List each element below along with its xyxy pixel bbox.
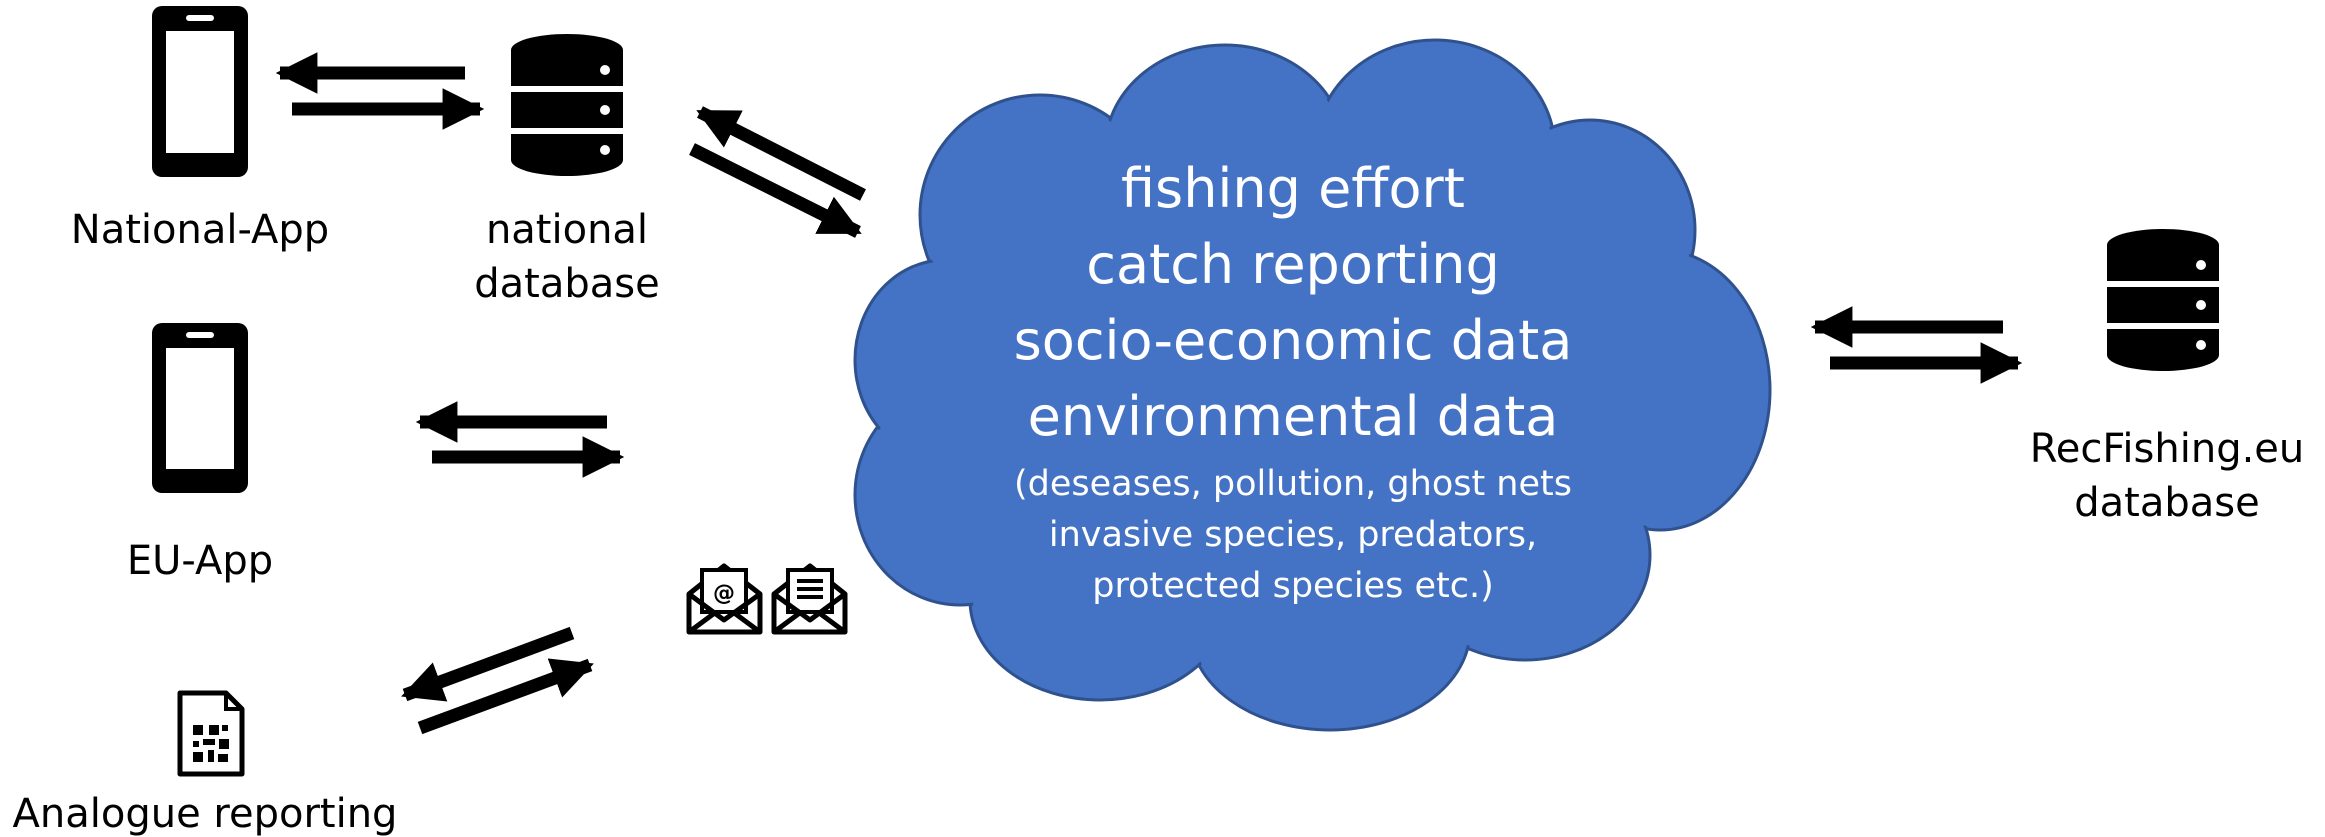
cloud-line-socio-economic: socio-economic data (1014, 309, 1573, 372)
recfishing-database-label-line1: RecFishing.eu (2030, 426, 2305, 472)
national-database-label-line1: national (486, 207, 648, 253)
email-at-icon: @ (686, 563, 763, 635)
national-database-label-line2: database (474, 261, 659, 307)
recfishing-database-label-line2: database (2074, 480, 2259, 526)
arrow-cloud-to-analogue (401, 626, 575, 702)
cloud-line-catch-reporting: catch reporting (1086, 233, 1499, 296)
cloud-sub-line-3: protected species etc.) (1092, 566, 1493, 606)
cloud-line-fishing-effort: fishing effort (1121, 157, 1465, 220)
national-app-label: National-App (71, 207, 329, 253)
national-database-icon (511, 34, 623, 176)
qr-document-icon (177, 690, 245, 777)
recfishing-database-icon (2107, 229, 2219, 371)
email-letter-icon (771, 563, 848, 635)
arrow-national-db-to-cloud (689, 143, 862, 238)
analogue-reporting-label: Analogue reporting (13, 791, 398, 837)
cloud-sub-line-1: (deseases, pollution, ghost nets (1014, 464, 1572, 504)
national-app-phone-icon (152, 6, 248, 177)
svg-text:@: @ (713, 581, 735, 606)
cloud-line-environmental: environmental data (1028, 385, 1559, 448)
cloud-sub-line-2: invasive species, predators, (1049, 515, 1537, 555)
arrow-cloud-to-national-db (696, 106, 866, 201)
arrow-analogue-to-cloud (417, 658, 594, 735)
data-cloud (853, 38, 1772, 732)
eu-app-label: EU-App (127, 538, 273, 584)
eu-app-phone-icon (152, 323, 248, 493)
